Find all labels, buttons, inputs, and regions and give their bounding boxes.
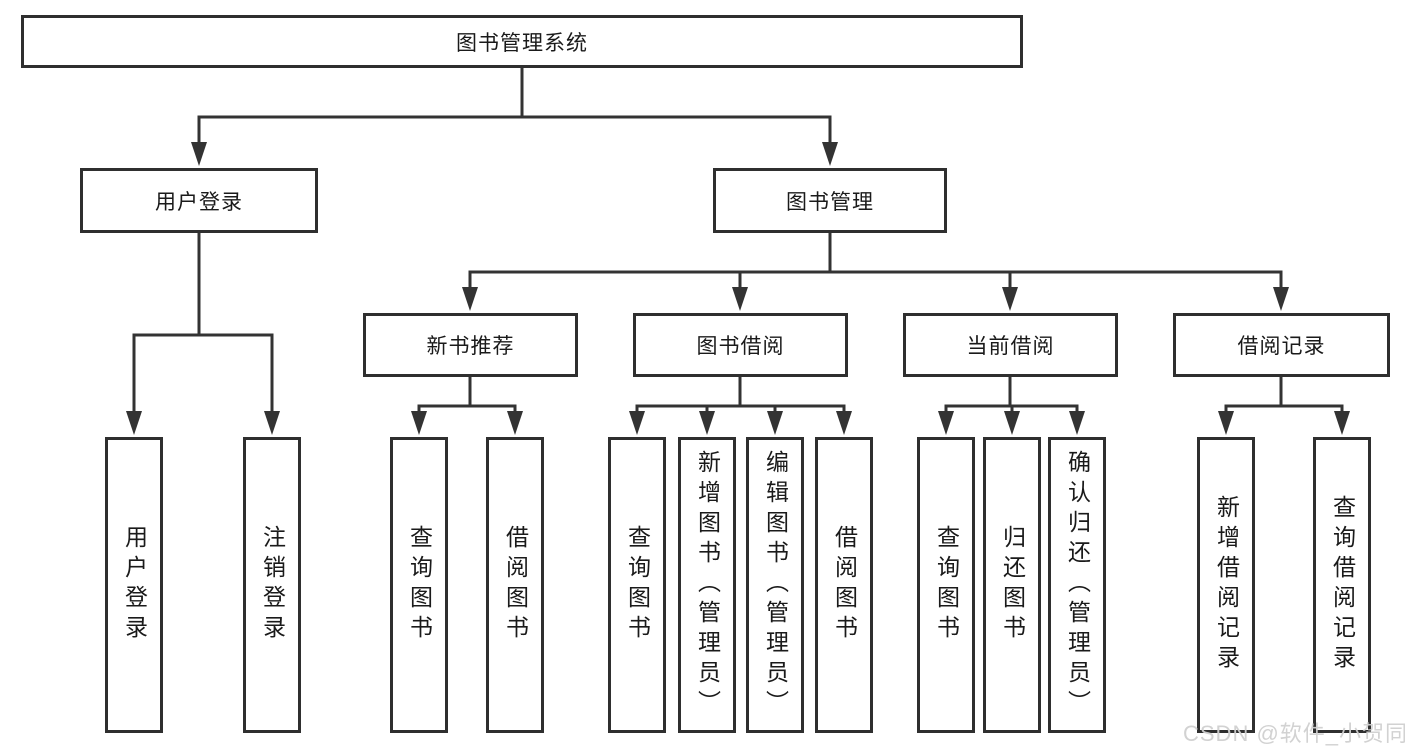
- connector-root-to-level2: [197, 64, 832, 146]
- arrowheads-login-leaves: [126, 411, 280, 435]
- leaf-add-books-admin: 新增图书（管理员）: [678, 437, 736, 733]
- connector-current-to-leaves: [944, 373, 1079, 415]
- node-borrow-records: 借阅记录: [1173, 313, 1390, 377]
- connector-login-to-leaves: [132, 229, 274, 415]
- node-label: 借阅图书: [831, 525, 858, 645]
- node-label: 新书推荐: [426, 335, 515, 358]
- node-label: 图书借阅: [696, 335, 785, 358]
- node-label: 查询图书: [933, 525, 960, 645]
- node-label: 新增图书（管理员）: [694, 450, 721, 720]
- csdn-watermark: CSDN @软件_小贺同学: [1183, 721, 1405, 746]
- node-label: 图书管理: [786, 190, 874, 214]
- leaf-user-login: 用户登录: [105, 437, 163, 733]
- node-label: 查询借阅记录: [1329, 495, 1356, 675]
- node-root-system: 图书管理系统: [21, 15, 1023, 68]
- leaf-logout: 注销登录: [243, 437, 301, 733]
- leaf-query-borrow-record: 查询借阅记录: [1313, 437, 1371, 733]
- node-book-borrow: 图书借阅: [633, 313, 848, 377]
- node-label: 借阅记录: [1237, 335, 1326, 358]
- leaf-borrow-books: 借阅图书: [815, 437, 873, 733]
- node-new-book-recommend: 新书推荐: [363, 313, 578, 377]
- connector-recommend-to-leaves: [417, 373, 517, 415]
- arrowheads-borrow-leaves: [629, 411, 852, 435]
- leaf-add-borrow-record: 新增借阅记录: [1197, 437, 1255, 733]
- leaf-query-books: 查询图书: [390, 437, 448, 733]
- node-label: 用户登录: [155, 190, 243, 214]
- leaf-confirm-return-admin: 确认归还（管理员）: [1048, 437, 1106, 733]
- leaf-edit-books-admin: 编辑图书（管理员）: [746, 437, 804, 733]
- leaf-borrow-books: 借阅图书: [486, 437, 544, 733]
- leaf-return-books: 归还图书: [983, 437, 1041, 733]
- node-label: 注销登录: [259, 525, 286, 645]
- connector-borrow-to-leaves: [635, 373, 846, 415]
- node-book-management: 图书管理: [713, 168, 947, 233]
- leaf-query-books: 查询图书: [917, 437, 975, 733]
- leaf-query-books: 查询图书: [608, 437, 666, 733]
- node-label: 查询图书: [406, 525, 433, 645]
- node-label: 归还图书: [999, 525, 1026, 645]
- node-label: 借阅图书: [502, 525, 529, 645]
- node-label: 编辑图书（管理员）: [762, 450, 789, 720]
- node-current-borrow: 当前借阅: [903, 313, 1118, 377]
- arrowheads-level3: [462, 287, 1289, 311]
- connector-records-to-leaves: [1224, 373, 1344, 415]
- node-label: 图书管理系统: [456, 31, 588, 55]
- connector-mgmt-to-level3: [468, 229, 1283, 291]
- node-label: 确认归还（管理员）: [1064, 450, 1091, 720]
- node-label: 当前借阅: [966, 335, 1055, 358]
- arrowheads-current-leaves: [938, 411, 1085, 435]
- arrowheads-level2: [191, 142, 838, 166]
- node-label: 查询图书: [624, 525, 651, 645]
- arrowheads-records-leaves: [1218, 411, 1350, 435]
- arrowheads-recommend-leaves: [411, 411, 523, 435]
- node-label: 新增借阅记录: [1213, 495, 1240, 675]
- node-label: 用户登录: [121, 525, 148, 645]
- node-user-login: 用户登录: [80, 168, 318, 233]
